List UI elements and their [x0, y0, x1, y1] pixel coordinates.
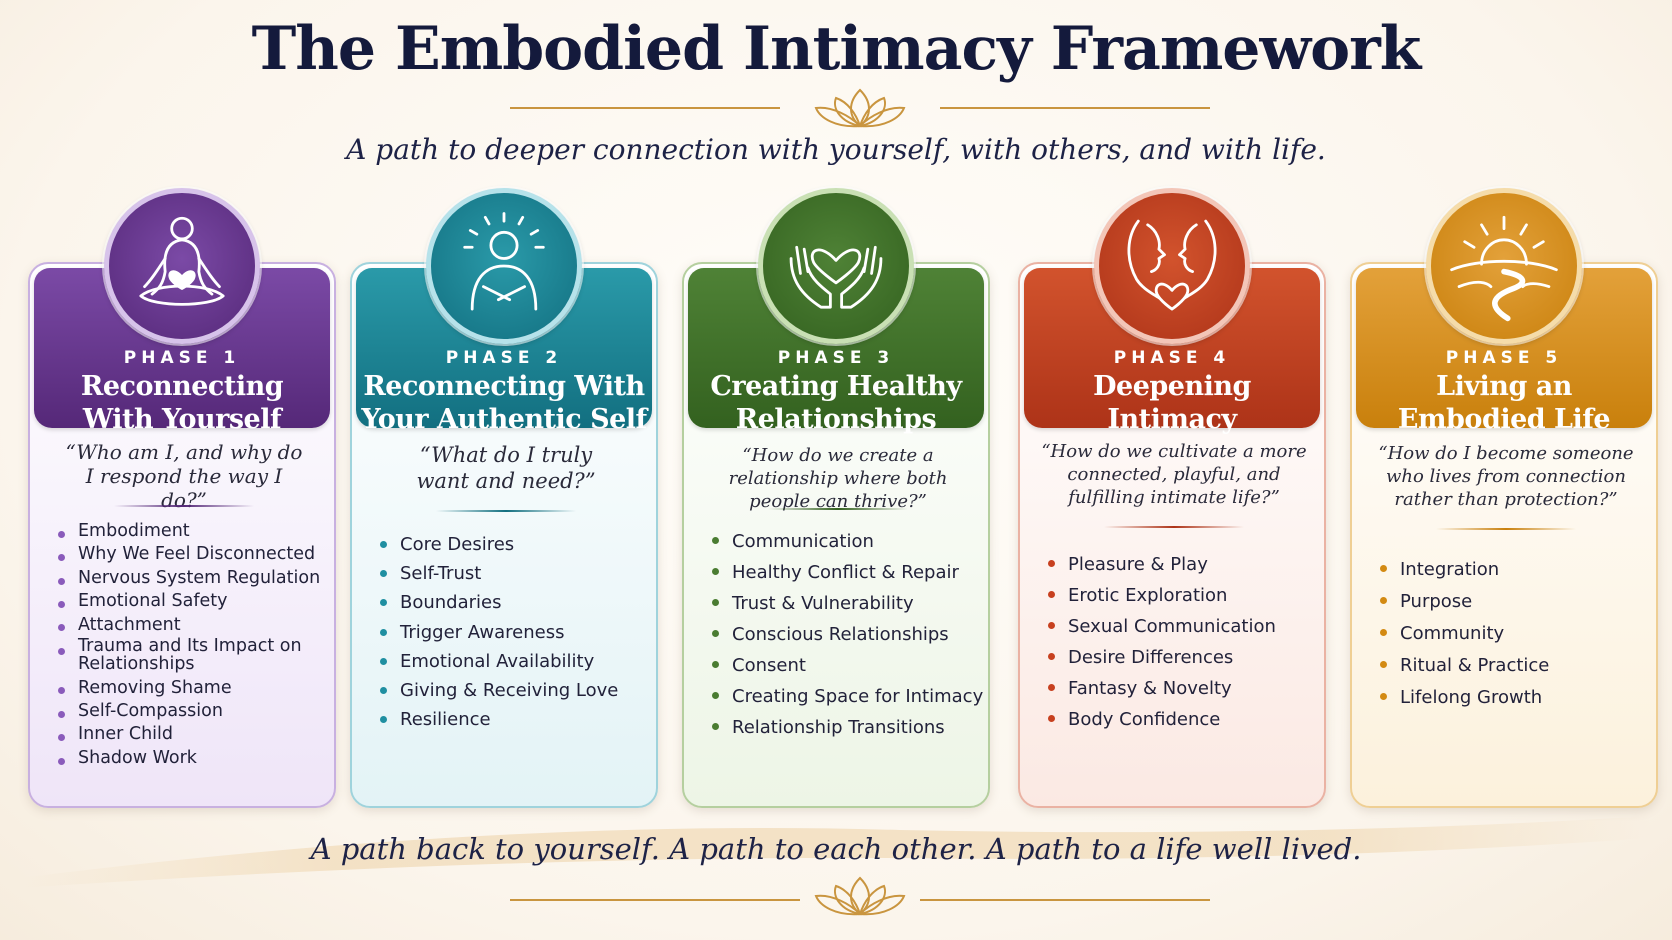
lotus-divider-bottom	[510, 876, 1210, 916]
phase-label: PHASE 4	[1113, 348, 1231, 368]
topic-item: Healthy Conflict & Repair	[708, 557, 988, 588]
meditation-heart-icon	[139, 216, 225, 306]
question-divider	[436, 510, 576, 512]
phase-title: Deepening Intimacy	[1024, 370, 1320, 436]
phase-question: “Who am I, and why do I respond the way …	[65, 440, 303, 512]
topic-item: Nervous System Regulation	[54, 567, 334, 590]
phase-title-line: Your Authentic Self	[361, 404, 647, 435]
phase-question: “What do I truly want and need?”	[416, 443, 596, 493]
question-divider	[1436, 528, 1576, 530]
lotus-icon	[814, 88, 906, 128]
phase-title-line: Deepening	[1093, 371, 1251, 402]
phase-title-line: Intimacy	[1107, 404, 1237, 435]
topic-item: Fantasy & Novelty	[1044, 673, 1324, 704]
footer-brush-swoosh	[20, 816, 1650, 888]
phase-title-line: Relationships	[735, 404, 937, 435]
phase-title: Reconnecting With Your Authentic Self	[356, 370, 652, 436]
topic-item: Ritual & Practice	[1376, 650, 1656, 682]
phase-title-line: Creating Healthy	[710, 371, 962, 402]
phase-header-band: PHASE 3 Creating Healthy Relationships	[688, 188, 984, 435]
topic-item: Removing Shame	[54, 677, 334, 700]
phase-icon-badge	[1094, 188, 1250, 344]
phase-title: Living an Embodied Life	[1356, 370, 1652, 436]
phase-title: Creating Healthy Relationships	[688, 370, 984, 436]
phase-label: PHASE 2	[445, 348, 563, 368]
topic-item: Trust & Vulnerability	[708, 588, 988, 619]
phase-title-line: Reconnecting With	[363, 371, 645, 402]
topic-item: Giving & Receiving Love	[376, 676, 656, 705]
topic-item: Why We Feel Disconnected	[54, 543, 334, 566]
topic-item: Self-Compassion	[54, 700, 334, 723]
phase-title: Reconnecting With Yourself	[34, 370, 330, 436]
topic-item: Emotional Safety	[54, 590, 334, 613]
topic-item: Conscious Relationships	[708, 619, 988, 650]
question-divider	[114, 505, 254, 507]
phase-card-5: PHASE 5 Living an Embodied Life “How do …	[1350, 188, 1658, 808]
phase-header-band: PHASE 5 Living an Embodied Life	[1356, 188, 1652, 435]
topic-item: Shadow Work	[54, 747, 334, 770]
topic-item: Erotic Exploration	[1044, 580, 1324, 611]
phase-card-3: PHASE 3 Creating Healthy Relationships “…	[682, 188, 990, 808]
topic-item: Sexual Communication	[1044, 611, 1324, 642]
sunrise-path-icon	[1450, 215, 1558, 322]
topic-item: Integration	[1376, 554, 1656, 586]
phase-label: PHASE 5	[1445, 348, 1563, 368]
topic-item: Purpose	[1376, 586, 1656, 618]
topic-item: Lifelong Growth	[1376, 682, 1656, 714]
topic-item: Trigger Awareness	[376, 618, 656, 647]
phase-label: PHASE 3	[777, 348, 895, 368]
topic-item: Pleasure & Play	[1044, 549, 1324, 580]
question-divider	[768, 508, 908, 510]
topic-item: Inner Child	[54, 723, 334, 746]
page-subtitle: A path to deeper connection with yoursel…	[346, 133, 1326, 166]
footer-tagline: A path back to yourself. A path to each …	[310, 832, 1362, 866]
phase-title-line: Living an	[1436, 371, 1572, 402]
topic-item: Consent	[708, 650, 988, 681]
topic-item: Embodiment	[54, 520, 334, 543]
topic-item: Self-Trust	[376, 559, 656, 588]
phase-header-band: PHASE 4 Deepening Intimacy	[1024, 188, 1320, 435]
topic-item: Boundaries	[376, 588, 656, 617]
topic-item: Trauma and Its Impact on Relationships	[54, 637, 334, 677]
phase-icon-badge	[1426, 188, 1582, 344]
topic-item: Attachment	[54, 614, 334, 637]
phase-question: “How do we cultivate a more connected, p…	[1041, 441, 1307, 508]
phase-header-band: PHASE 1 Reconnecting With Yourself	[34, 188, 330, 435]
phase-question: “How do I become someone who lives from …	[1378, 443, 1634, 510]
topic-item: Communication	[708, 526, 988, 557]
lotus-icon	[814, 876, 906, 916]
phase-card-1: PHASE 1 Reconnecting With Yourself “Who …	[28, 188, 336, 808]
topic-item: Resilience	[376, 705, 656, 734]
phase-card-2: PHASE 2 Reconnecting With Your Authentic…	[350, 188, 658, 808]
lotus-divider-top	[510, 88, 1210, 128]
topic-item: Body Confidence	[1044, 704, 1324, 735]
phase-title-line: With Yourself	[82, 404, 282, 435]
topic-item: Desire Differences	[1044, 642, 1324, 673]
topic-item: Creating Space for Intimacy	[708, 681, 988, 712]
phase-icon-badge	[104, 188, 260, 344]
phase-question: “How do we create a relationship where b…	[728, 445, 948, 512]
topic-item: Emotional Availability	[376, 647, 656, 676]
question-divider	[1104, 526, 1244, 528]
phase-icon-badge	[426, 188, 582, 344]
topic-item: Core Desires	[376, 530, 656, 559]
topic-item: Community	[1376, 618, 1656, 650]
phase-card-4: PHASE 4 Deepening Intimacy “How do we cu…	[1018, 188, 1326, 808]
phase-label: PHASE 1	[123, 348, 241, 368]
radiant-self-embrace-icon	[463, 212, 545, 311]
phase-icon-badge	[758, 188, 914, 344]
page-title: The Embodied Intimacy Framework	[251, 14, 1422, 84]
hands-holding-heart-icon	[789, 245, 883, 309]
couple-faces-heart-icon	[1127, 219, 1217, 311]
phase-title-line: Reconnecting	[80, 371, 284, 402]
phase-header-band: PHASE 2 Reconnecting With Your Authentic…	[356, 188, 652, 435]
phase-title-line: Embodied Life	[1397, 404, 1611, 435]
topic-item: Relationship Transitions	[708, 712, 988, 743]
